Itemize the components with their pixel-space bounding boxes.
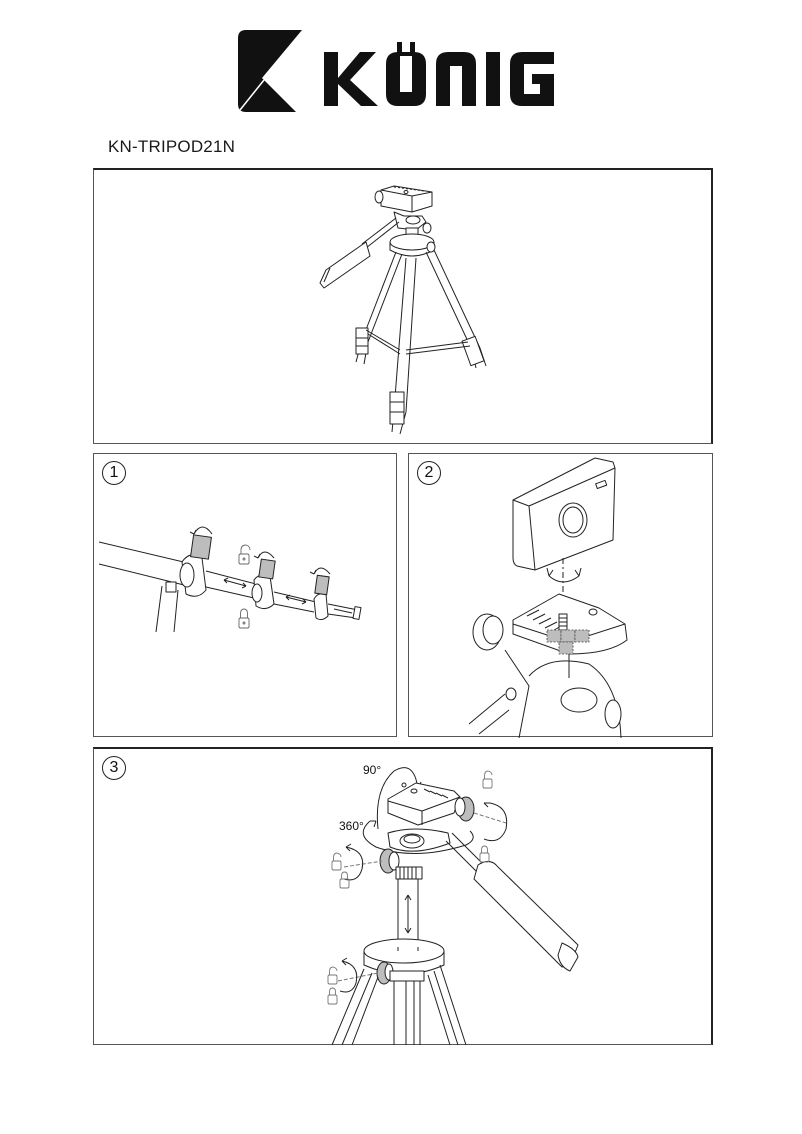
step-3-panel: 3 90° 360° [93,747,713,1046]
step-2-panel: 2 [408,453,713,738]
adjust-pan-tilt-head-illustration [327,767,579,1046]
mount-camera-on-plate-illustration [468,457,628,738]
overview-panel [93,168,713,444]
lock-icon [238,608,250,629]
lock-icon [327,987,338,1005]
tripod-overview-illustration [319,185,487,435]
camera-icon [512,457,616,571]
step-1-panel: 1 [93,453,397,737]
unlock-icon [238,544,251,565]
step-number-badge: 1 [102,461,126,485]
lock-icon [339,871,350,889]
konig-k-logo-icon [238,30,554,112]
extend-legs-flip-locks-illustration [98,526,362,633]
step-number-badge: 2 [417,461,441,485]
unlock-icon [327,966,338,985]
pan-angle-label: 360° [339,819,364,833]
brand-logo [236,28,568,114]
tilt-angle-label: 90° [363,763,382,777]
unlock-icon [482,770,493,789]
lock-icon [479,845,490,863]
unlock-icon [331,852,342,871]
step-number-badge: 3 [102,756,126,780]
model-number: KN-TRIPOD21N [108,137,236,156]
